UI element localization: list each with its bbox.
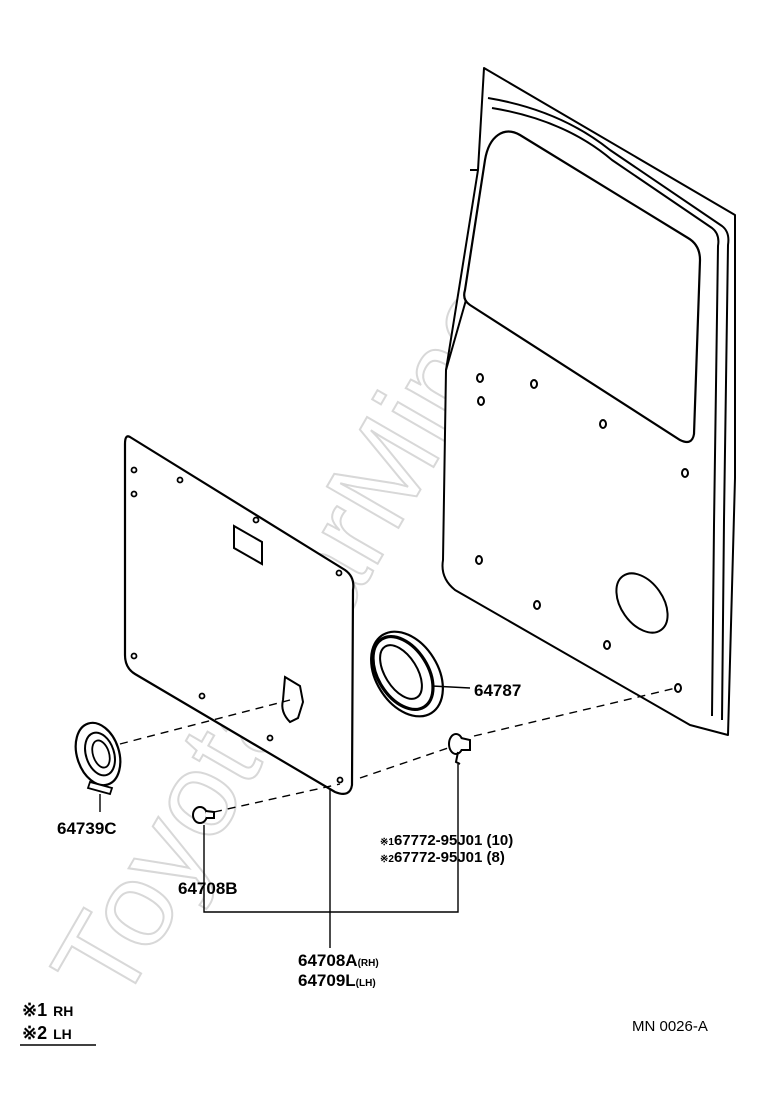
diagram-code: MN 0026-A [632,1018,708,1035]
label-screw-rh-mark: ※1 [380,837,394,848]
label-panel-rh-suffix: (RH) [358,958,379,969]
label-clip: 64708B [178,879,238,898]
label-screw-rh-number: 67772-95J01 (10) [394,832,513,849]
door-holes [475,373,689,693]
label-screw-lh-mark: ※2 [380,854,394,865]
door-speaker-opening [615,572,669,634]
legend-lh-text: LH [53,1026,72,1042]
legend-rh-mark: ※1 [22,1000,47,1020]
leader-lines [99,685,471,948]
label-screw-lh-number: 67772-95J01 (8) [394,849,505,866]
legend-rh-text: RH [53,1003,73,1019]
label-screw-lh: ※267772-95J01 (8) [380,849,505,866]
label-panel-rh-number: 64708A [298,951,358,970]
label-panel-lh: 64709L(LH) [298,971,376,990]
label-panel-rh: 64708A(RH) [298,951,379,970]
label-panel-lh-number: 64709L [298,971,356,990]
door-body [441,67,736,736]
label-panel-lh-suffix: (LH) [356,978,376,989]
label-grommet: 64787 [474,681,521,700]
legend-item-lh: ※2 LH [22,1023,72,1043]
clip-part [192,806,215,824]
door-window [463,130,702,444]
label-screw-rh: ※167772-95J01 (10) [380,832,513,849]
legend-lh-mark: ※2 [22,1023,47,1043]
screw-part [448,733,471,765]
label-speaker-cover: 64739C [57,819,117,838]
speaker-cover-part [74,721,122,796]
legend-item-rh: ※1 RH [22,1000,73,1020]
legend: ※1 RH ※2 LH [20,1000,96,1046]
alignment-lines [119,687,677,813]
grommet-part [370,630,444,718]
